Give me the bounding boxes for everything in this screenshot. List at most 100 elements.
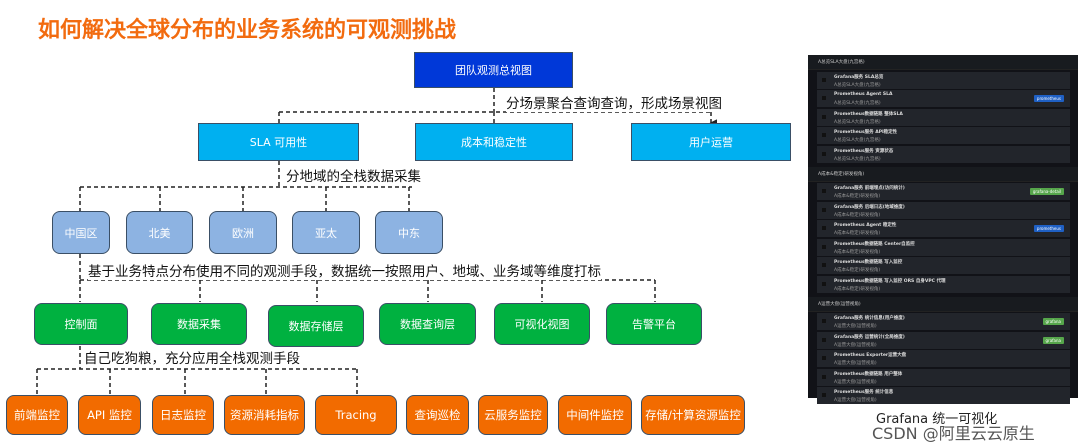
dashboard-tag[interactable]: grafana (1042, 318, 1064, 325)
dashboard-folder-path: A成本&稳定(研发视角) (834, 194, 881, 199)
dashboard-tag[interactable]: grafana (1042, 336, 1064, 344)
checkbox[interactable] (822, 244, 826, 249)
dashboard-folder-path: A运营大盘(运营视角) (834, 379, 877, 385)
checkbox[interactable] (822, 337, 826, 342)
grafana-dashboard-list: A总览SLA大盘(九宫格) Grafana服务 SLA总览 A总览SLA大盘(九… (808, 55, 1078, 404)
grafana-caption: Grafana 统一可视化 (876, 412, 998, 427)
dashboard-item[interactable]: Grafana服务 后端日志(地域维度) A成本&稳定(研发视角) (817, 201, 1070, 219)
dashboard-item[interactable]: Prometheus Exporter运营大盘 A运营大盘(运营视角) (817, 350, 1070, 367)
checkbox[interactable] (822, 281, 826, 286)
checkbox[interactable] (822, 319, 826, 323)
dashboard-item[interactable]: Grafana服务 SLA总览 A总览SLA大盘(九宫格) (817, 71, 1070, 89)
node-frontend-monitor: 前端监控 (6, 395, 68, 435)
dashboard-item[interactable]: Prometheus Agent 稳定性 A成本&稳定(研发视角) prometh… (817, 220, 1070, 237)
checkbox[interactable] (822, 393, 826, 397)
node-data-collection: 数据采集 (151, 303, 247, 345)
node-resource-metrics: 资源消耗指标 (224, 395, 305, 435)
node-region-china: 中国区 (52, 211, 110, 254)
checkbox[interactable] (822, 96, 826, 100)
checkbox[interactable] (822, 226, 826, 230)
dashboard-item[interactable]: Prometheus数据链路 写入监控 ORS 自身VPC 代理 A成本&稳定(… (817, 275, 1070, 293)
dashboard-folder-path: A总览SLA大盘(九宫格) (834, 82, 881, 88)
dashboard-title: Prometheus服务 统计信息 (834, 390, 894, 395)
dashboard-item[interactable]: Prometheus数据链路 用户整体 A运营大盘(运营视角) (817, 368, 1070, 386)
dashboard-item[interactable]: Prometheus服务 资源状态 A总览SLA大盘(九宫格) (817, 145, 1070, 163)
node-user-ops: 用户运营 (631, 123, 791, 161)
checkbox[interactable] (822, 189, 826, 193)
node-region-na: 北美 (126, 211, 193, 254)
checkbox[interactable] (822, 151, 826, 156)
node-sla: SLA 可用性 (198, 123, 359, 161)
dashboard-folder-path: A成本&稳定(研发视角) (834, 268, 881, 273)
node-api-monitor: API 监控 (78, 395, 141, 435)
dashboard-title: Grafana服务 SLA总览 (834, 74, 884, 80)
dashboard-item[interactable]: Prometheus数据链路 写入监控 A成本&稳定(研发视角) (817, 257, 1070, 274)
dashboard-tag[interactable]: prometheus (1033, 95, 1064, 102)
connector-layers (79, 254, 656, 302)
dashboard-item[interactable]: Prometheus Agent SLA A总览SLA大盘(九宫格) promet… (817, 90, 1070, 107)
dashboard-folder-path: A成本&稳定(研发视角) (834, 286, 881, 292)
node-middleware-monitor: 中间件监控 (558, 395, 632, 435)
node-cloud-service-monitor: 云服务监控 (478, 395, 548, 435)
dashboard-folder-path: A总览SLA大盘(九宫格) (834, 101, 881, 106)
dashboard-title: Prometheus服务 API稳定性 (834, 130, 898, 135)
dashboard-folder-path: A成本&稳定(研发视角) (834, 231, 881, 236)
dashboard-folder[interactable]: A运营大盘(运营视角) (808, 296, 1078, 312)
node-query-inspection: 查询巡检 (406, 395, 469, 435)
label-tagging: 基于业务特点分布使用不同的观测手段，数据统一按照用户、地域、业务域等维度打标 (88, 260, 601, 280)
dashboard-item[interactable]: Prometheus数据链路 整体SLA A总览SLA大盘(九宫格) (817, 108, 1070, 126)
dashboard-folder-path: A运营大盘(运营视角) (834, 398, 877, 403)
dashboard-tag[interactable]: prometheus (1033, 225, 1064, 232)
checkbox[interactable] (822, 374, 826, 379)
dashboard-folder-path: A总览SLA大盘(九宫格) (834, 138, 881, 143)
node-cost-stability: 成本和稳定性 (415, 123, 573, 161)
dashboard-folder-path: A成本&稳定(研发视角) (834, 212, 881, 218)
node-region-apac: 亚太 (292, 211, 360, 254)
node-alerting: 告警平台 (606, 303, 702, 345)
checkbox[interactable] (822, 356, 826, 360)
dashboard-title: Prometheus数据链路 整体SLA (834, 111, 903, 117)
dashboard-title: Prometheus数据链路 写入监控 ORS 自身VPC 代理 (834, 278, 946, 284)
dashboard-title: Grafana服务 前端埋点(访问统计) (834, 186, 905, 191)
node-data-storage: 数据存储层 (268, 305, 364, 347)
node-log-monitor: 日志监控 (152, 395, 214, 435)
node-storage-compute-monitor: 存储/计算资源监控 (641, 395, 745, 435)
dashboard-item[interactable]: Grafana服务 运营统计(全局维度) A运营大盘(运营视角)grafana (817, 331, 1070, 349)
checkbox[interactable] (822, 133, 826, 137)
watermark: CSDN @阿里云云原生 (872, 424, 1035, 443)
checkbox[interactable] (822, 77, 826, 82)
dashboard-folder[interactable]: A成本&稳定(研发视角) (808, 166, 1078, 182)
page-title: 如何解决全球分布的业务系统的可观测挑战 (38, 18, 457, 43)
label-scene-aggregation: 分场景聚合查询查询，形成场景视图 (506, 92, 722, 112)
dashboard-title: Prometheus Agent SLA (834, 92, 893, 97)
dashboard-title: Prometheus Exporter运营大盘 (834, 353, 907, 358)
dashboard-item[interactable]: Prometheus数据链路 Center自监控 A成本&稳定(研发视角) (817, 238, 1070, 256)
node-data-query: 数据查询层 (379, 303, 476, 345)
node-visualization: 可视化视图 (494, 303, 590, 345)
dashboard-title: Prometheus数据链路 Center自监控 (834, 241, 915, 247)
dashboard-folder-path: A运营大盘(运营视角) (834, 342, 877, 348)
dashboard-tag[interactable]: grafana-detail (1029, 188, 1064, 195)
checkbox[interactable] (822, 114, 826, 119)
checkbox[interactable] (822, 263, 826, 267)
dashboard-folder-path: A运营大盘(运营视角) (834, 361, 877, 366)
dashboard-item[interactable]: Prometheus服务 统计信息 A运营大盘(运营视角) (817, 387, 1070, 404)
checkbox[interactable] (822, 207, 826, 212)
dashboard-folder-path: A总览SLA大盘(九宫格) (834, 156, 881, 162)
dashboard-title: Prometheus服务 资源状态 (834, 148, 894, 154)
dashboard-title: Prometheus Agent 稳定性 (834, 223, 897, 228)
node-region-me: 中东 (375, 211, 443, 254)
node-team-overview: 团队观测总视图 (414, 52, 573, 88)
dashboard-folder-path: A总览SLA大盘(九宫格) (834, 119, 881, 125)
dashboard-folder-path: A成本&稳定(研发视角) (834, 249, 881, 255)
label-region-collection: 分地域的全栈数据采集 (286, 165, 421, 185)
node-control-plane: 控制面 (34, 303, 128, 345)
dashboard-item[interactable]: Grafana服务 统计信息(用户维度) A运营大盘(运营视角)grafana (817, 313, 1070, 330)
label-dogfooding: 自己吃狗粮，充分应用全栈观测手段 (84, 347, 300, 367)
dashboard-item[interactable]: Grafana服务 前端埋点(访问统计) A成本&稳定(研发视角) grafana… (817, 183, 1070, 200)
dashboard-item[interactable]: Prometheus服务 API稳定性 A总览SLA大盘(九宫格) (817, 127, 1070, 144)
dashboard-folder-path: A运营大盘(运营视角) (834, 324, 877, 329)
dashboard-folder[interactable]: A总览SLA大盘(九宫格) (808, 55, 1078, 70)
dashboard-title: Grafana服务 后端日志(地域维度) (834, 204, 905, 210)
